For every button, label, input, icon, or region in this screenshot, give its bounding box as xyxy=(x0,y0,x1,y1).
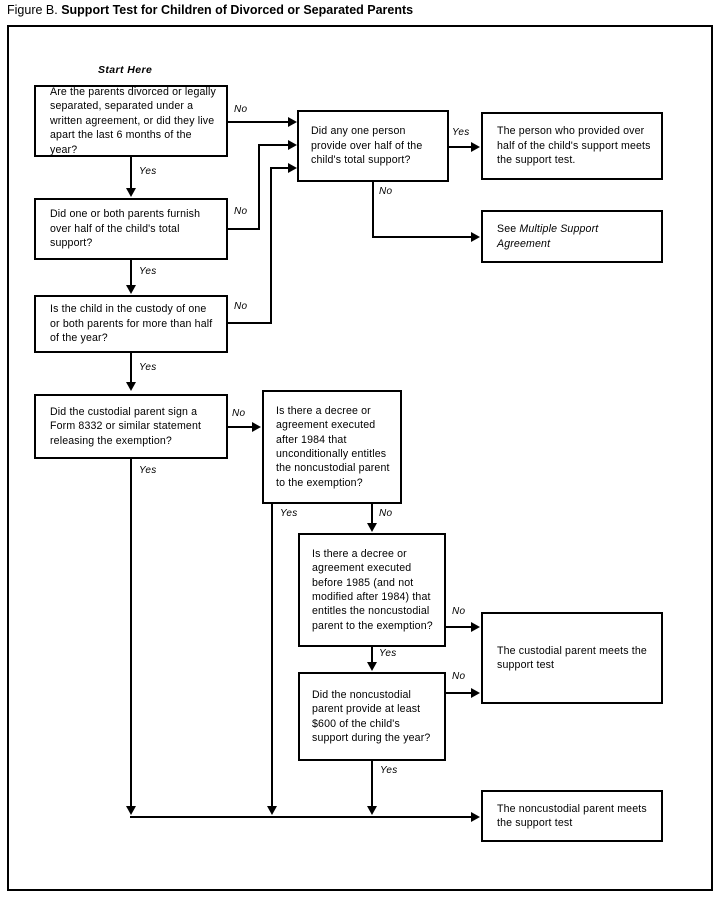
edge-q3-no-v xyxy=(270,167,272,324)
decision-decree-before-1985[interactable]: Is there a decree or agreement executed … xyxy=(298,533,446,647)
edge-q3-yes-arrow xyxy=(126,382,136,391)
edge-q8-yes-arrow xyxy=(367,806,377,815)
edge-q2-no-h2 xyxy=(258,144,289,146)
edge-q7-no-arrow xyxy=(471,622,480,632)
result-person-provided-half-text: The person who provided over half of the… xyxy=(497,125,651,167)
edge-label-q2-yes: Yes xyxy=(139,266,157,277)
edge-q6-yes-arrow xyxy=(267,806,277,815)
decision-child-custody-text: Is the child in the custody of one or bo… xyxy=(50,303,213,345)
decision-child-custody[interactable]: Is the child in the custody of one or bo… xyxy=(34,295,228,353)
decision-noncustodial-600[interactable]: Did the noncustodial parent provide at l… xyxy=(298,672,446,761)
figure-label: Figure B. xyxy=(7,3,58,17)
decision-parents-furnish-half-text: Did one or both parents furnish over hal… xyxy=(50,208,201,250)
edge-q3-yes-line xyxy=(130,353,132,383)
page-title: Figure B. Support Test for Children of D… xyxy=(7,3,413,18)
edge-label-q7-no: No xyxy=(452,606,466,617)
edge-q1-yes-arrow xyxy=(126,188,136,197)
edge-label-q5-no: No xyxy=(379,186,393,197)
edge-q4-no-arrow xyxy=(252,422,261,432)
edge-label-q2-no: No xyxy=(234,206,248,217)
edge-q3-no-h2 xyxy=(270,167,289,169)
edge-q6-yes-v xyxy=(271,504,273,807)
edge-q5-yes-line xyxy=(449,146,473,148)
edge-q3-no-arrow xyxy=(288,163,297,173)
edge-q2-no-arrow xyxy=(288,140,297,150)
result-custodial-parent-meets-text: The custodial parent meets the support t… xyxy=(497,644,647,671)
edge-q7-no-line xyxy=(446,626,473,628)
chart-frame xyxy=(7,25,713,891)
edge-bottom-rail xyxy=(130,816,473,818)
edge-label-q5-yes: Yes xyxy=(452,127,470,138)
decision-parents-divorced[interactable]: Are the parents divorced or legally sepa… xyxy=(34,85,228,157)
edge-q8-no-arrow xyxy=(471,688,480,698)
edge-label-q6-no: No xyxy=(379,508,393,519)
edge-q7-yes-arrow xyxy=(367,662,377,671)
edge-q2-yes-arrow xyxy=(126,285,136,294)
see-prefix: See xyxy=(497,223,520,236)
edge-q5-no-arrow xyxy=(471,232,480,242)
edge-q5-no-v xyxy=(372,182,374,238)
edge-label-q3-yes: Yes xyxy=(139,362,157,373)
edge-q2-no-v xyxy=(258,144,260,230)
edge-label-q3-no: No xyxy=(234,301,248,312)
edge-q3-no-h1 xyxy=(228,322,272,324)
decision-any-one-person[interactable]: Did any one person provide over half of … xyxy=(297,110,449,182)
edge-q4-yes-arrow xyxy=(126,806,136,815)
edge-q4-no-line xyxy=(228,426,254,428)
edge-q1-no-line xyxy=(228,121,289,123)
edge-q5-no-h xyxy=(372,236,473,238)
edge-q1-no-arrow xyxy=(288,117,297,127)
edge-q2-no-h1 xyxy=(228,228,260,230)
edge-bottom-rail-arrow xyxy=(471,812,480,822)
edge-q6-no-arrow xyxy=(367,523,377,532)
edge-label-q7-yes: Yes xyxy=(379,648,397,659)
result-custodial-parent-meets[interactable]: The custodial parent meets the support t… xyxy=(481,612,663,704)
edge-q8-yes-v xyxy=(371,761,373,807)
start-here-label: Start Here xyxy=(98,64,153,76)
decision-decree-before-1985-text: Is there a decree or agreement executed … xyxy=(312,547,433,632)
decision-form-8332-text: Did the custodial parent sign a Form 833… xyxy=(50,405,202,447)
multiple-support-agreement-italic: Multiple Support Agreement xyxy=(497,223,599,250)
figure-name: Support Test for Children of Divorced or… xyxy=(61,3,414,17)
edge-q8-no-line xyxy=(446,692,473,694)
edge-q1-yes-line xyxy=(130,157,132,189)
edge-label-q1-yes: Yes xyxy=(139,166,157,177)
edge-label-q6-yes: Yes xyxy=(280,508,298,519)
edge-q6-no-v xyxy=(371,504,373,524)
decision-decree-after-1984-text: Is there a decree or agreement executed … xyxy=(276,404,390,489)
decision-parents-divorced-text: Are the parents divorced or legally sepa… xyxy=(50,85,217,156)
edge-q2-yes-line xyxy=(130,260,132,286)
decision-form-8332[interactable]: Did the custodial parent sign a Form 833… xyxy=(34,394,228,459)
edge-label-q1-no: No xyxy=(234,104,248,115)
edge-label-q4-no: No xyxy=(232,408,246,419)
decision-noncustodial-600-text: Did the noncustodial parent provide at l… xyxy=(312,688,431,744)
decision-decree-after-1984[interactable]: Is there a decree or agreement executed … xyxy=(262,390,402,504)
edge-label-q8-yes: Yes xyxy=(380,765,398,776)
edge-q7-yes-v xyxy=(371,647,373,663)
decision-any-one-person-text: Did any one person provide over half of … xyxy=(311,125,423,167)
edge-label-q4-yes: Yes xyxy=(139,465,157,476)
result-noncustodial-parent-meets-text: The noncustodial parent meets the suppor… xyxy=(497,802,647,829)
result-multiple-support-agreement-text: See Multiple Support Agreement xyxy=(483,222,661,251)
result-person-provided-half[interactable]: The person who provided over half of the… xyxy=(481,112,663,180)
result-multiple-support-agreement[interactable]: See Multiple Support Agreement xyxy=(481,210,663,263)
edge-label-q8-no: No xyxy=(452,671,466,682)
decision-parents-furnish-half[interactable]: Did one or both parents furnish over hal… xyxy=(34,198,228,260)
result-noncustodial-parent-meets[interactable]: The noncustodial parent meets the suppor… xyxy=(481,790,663,842)
edge-q5-yes-arrow xyxy=(471,142,480,152)
edge-q4-yes-v xyxy=(130,459,132,807)
